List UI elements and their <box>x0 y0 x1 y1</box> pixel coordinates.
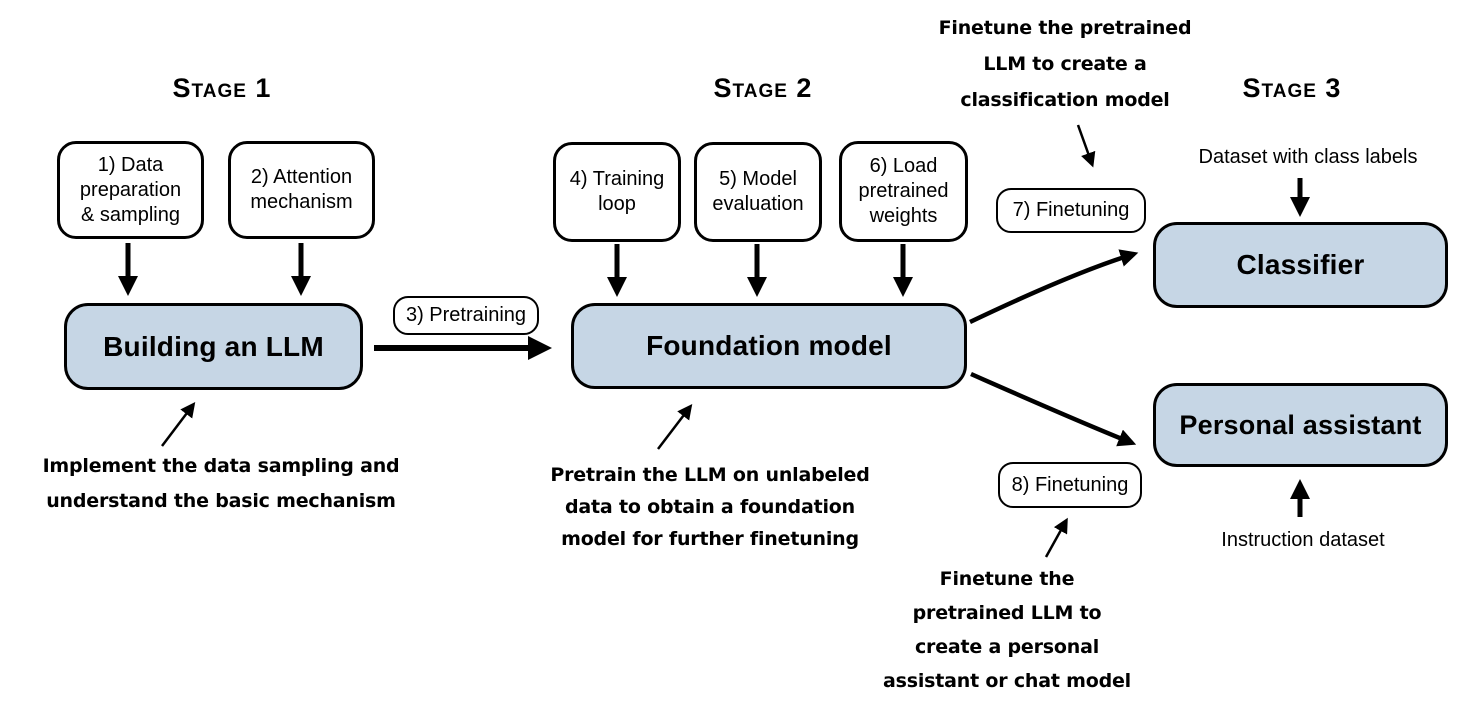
step-box-line: preparation <box>79 178 182 201</box>
step-box-line: 6) Load <box>869 155 938 177</box>
annotation-line: Finetune the pretrained <box>938 17 1192 39</box>
step-box-load-pretrained-weights: 6) Load pretrained weights <box>839 141 968 242</box>
step-box-line: loop <box>598 193 636 215</box>
arrow-annotation-to-foundation <box>657 404 693 450</box>
arrow-annotation-to-building-llm <box>161 402 196 447</box>
building-llm-box: Building an LLM <box>64 303 363 390</box>
dataset-class-labels-label: Dataset with class labels <box>1198 146 1418 168</box>
step-box-line: 5) Model <box>719 168 797 190</box>
annotation-line: Implement the data sampling and <box>42 455 400 477</box>
finetuning-7-pill: 7) Finetuning <box>996 188 1146 233</box>
annotation-line: create a personal <box>914 636 1100 658</box>
step-box-line: 1) Data <box>97 153 164 176</box>
classifier-box: Classifier <box>1153 222 1448 308</box>
step-box-training-loop: 4) Training loop <box>553 142 681 242</box>
annotation-line: model for further finetuning <box>561 528 859 550</box>
step-box-line: & sampling <box>81 203 180 226</box>
finetuning-8-pill: 8) Finetuning <box>998 462 1142 508</box>
annotation-line: LLM to create a <box>983 53 1147 75</box>
step-box-attention-mechanism: 2) Attention mechanism <box>228 141 375 239</box>
step-box-line: 4) Training <box>569 168 665 190</box>
annotation-line: classification model <box>960 89 1170 111</box>
annotation-line: Finetune the <box>939 568 1075 590</box>
arrow-annotation-to-finetuning-8 <box>1044 517 1068 558</box>
stage3-title: Stage 3 <box>1242 73 1342 103</box>
pretraining-pill: 3) Pretraining <box>393 296 539 335</box>
assistant-finetune-annotation: Finetune the pretrained LLM to create a … <box>857 562 1157 698</box>
foundation-model-box: Foundation model <box>571 303 967 389</box>
instruction-dataset-label: Instruction dataset <box>1221 529 1385 551</box>
arrow-foundation-to-classifier <box>969 249 1139 325</box>
step-box-line: pretrained <box>858 180 949 202</box>
annotation-line: pretrained LLM to <box>912 602 1102 624</box>
personal-assistant-box: Personal assistant <box>1153 383 1448 467</box>
step-box-model-evaluation: 5) Model evaluation <box>694 142 822 242</box>
annotation-line: assistant or chat model <box>883 670 1131 692</box>
stage2-annotation: Pretrain the LLM on unlabeled data to ob… <box>530 459 890 555</box>
step-box-line: weights <box>869 205 938 227</box>
stage1-annotation: Implement the data sampling and understa… <box>41 449 401 519</box>
annotation-line: data to obtain a foundation <box>565 496 855 518</box>
step-box-data-preparation: 1) Data preparation & sampling <box>57 141 204 239</box>
annotation-line: Pretrain the LLM on unlabeled <box>550 464 870 486</box>
arrow-foundation-to-personal-assistant <box>970 371 1137 447</box>
step-box-line: 2) Attention <box>250 166 353 188</box>
classifier-finetune-annotation: Finetune the pretrained LLM to create a … <box>915 10 1215 118</box>
annotation-line: understand the basic mechanism <box>46 490 396 512</box>
stage1-title: Stage 1 <box>172 73 272 103</box>
arrow-annotation-to-finetuning-7 <box>1076 124 1096 168</box>
stage2-title: Stage 2 <box>713 73 813 103</box>
step-box-line: evaluation <box>712 193 804 215</box>
step-box-line: mechanism <box>250 191 353 213</box>
